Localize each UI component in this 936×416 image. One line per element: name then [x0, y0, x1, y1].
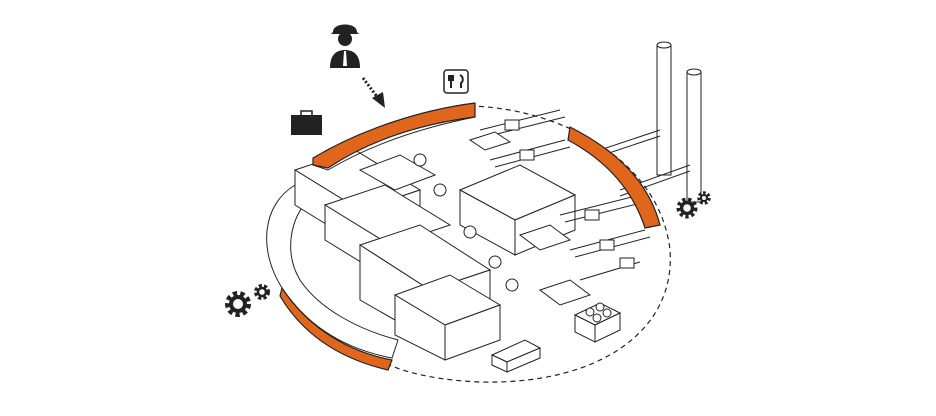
restaurant-icon	[443, 69, 469, 94]
crate	[490, 339, 542, 373]
arrow-icon	[361, 77, 380, 99]
platform-base	[266, 184, 399, 359]
platform-orange-edge	[279, 286, 393, 371]
right-orange-barrier	[567, 126, 661, 229]
equipment	[413, 109, 651, 306]
arrow-icon-head	[372, 92, 385, 108]
briefcase-icon	[291, 110, 322, 135]
gear-icon-left	[225, 284, 270, 317]
gear-icon-right	[676, 191, 711, 219]
worker-icon	[330, 24, 360, 68]
buildings	[293, 149, 577, 361]
chimneys	[599, 41, 702, 203]
barrels	[573, 302, 622, 343]
